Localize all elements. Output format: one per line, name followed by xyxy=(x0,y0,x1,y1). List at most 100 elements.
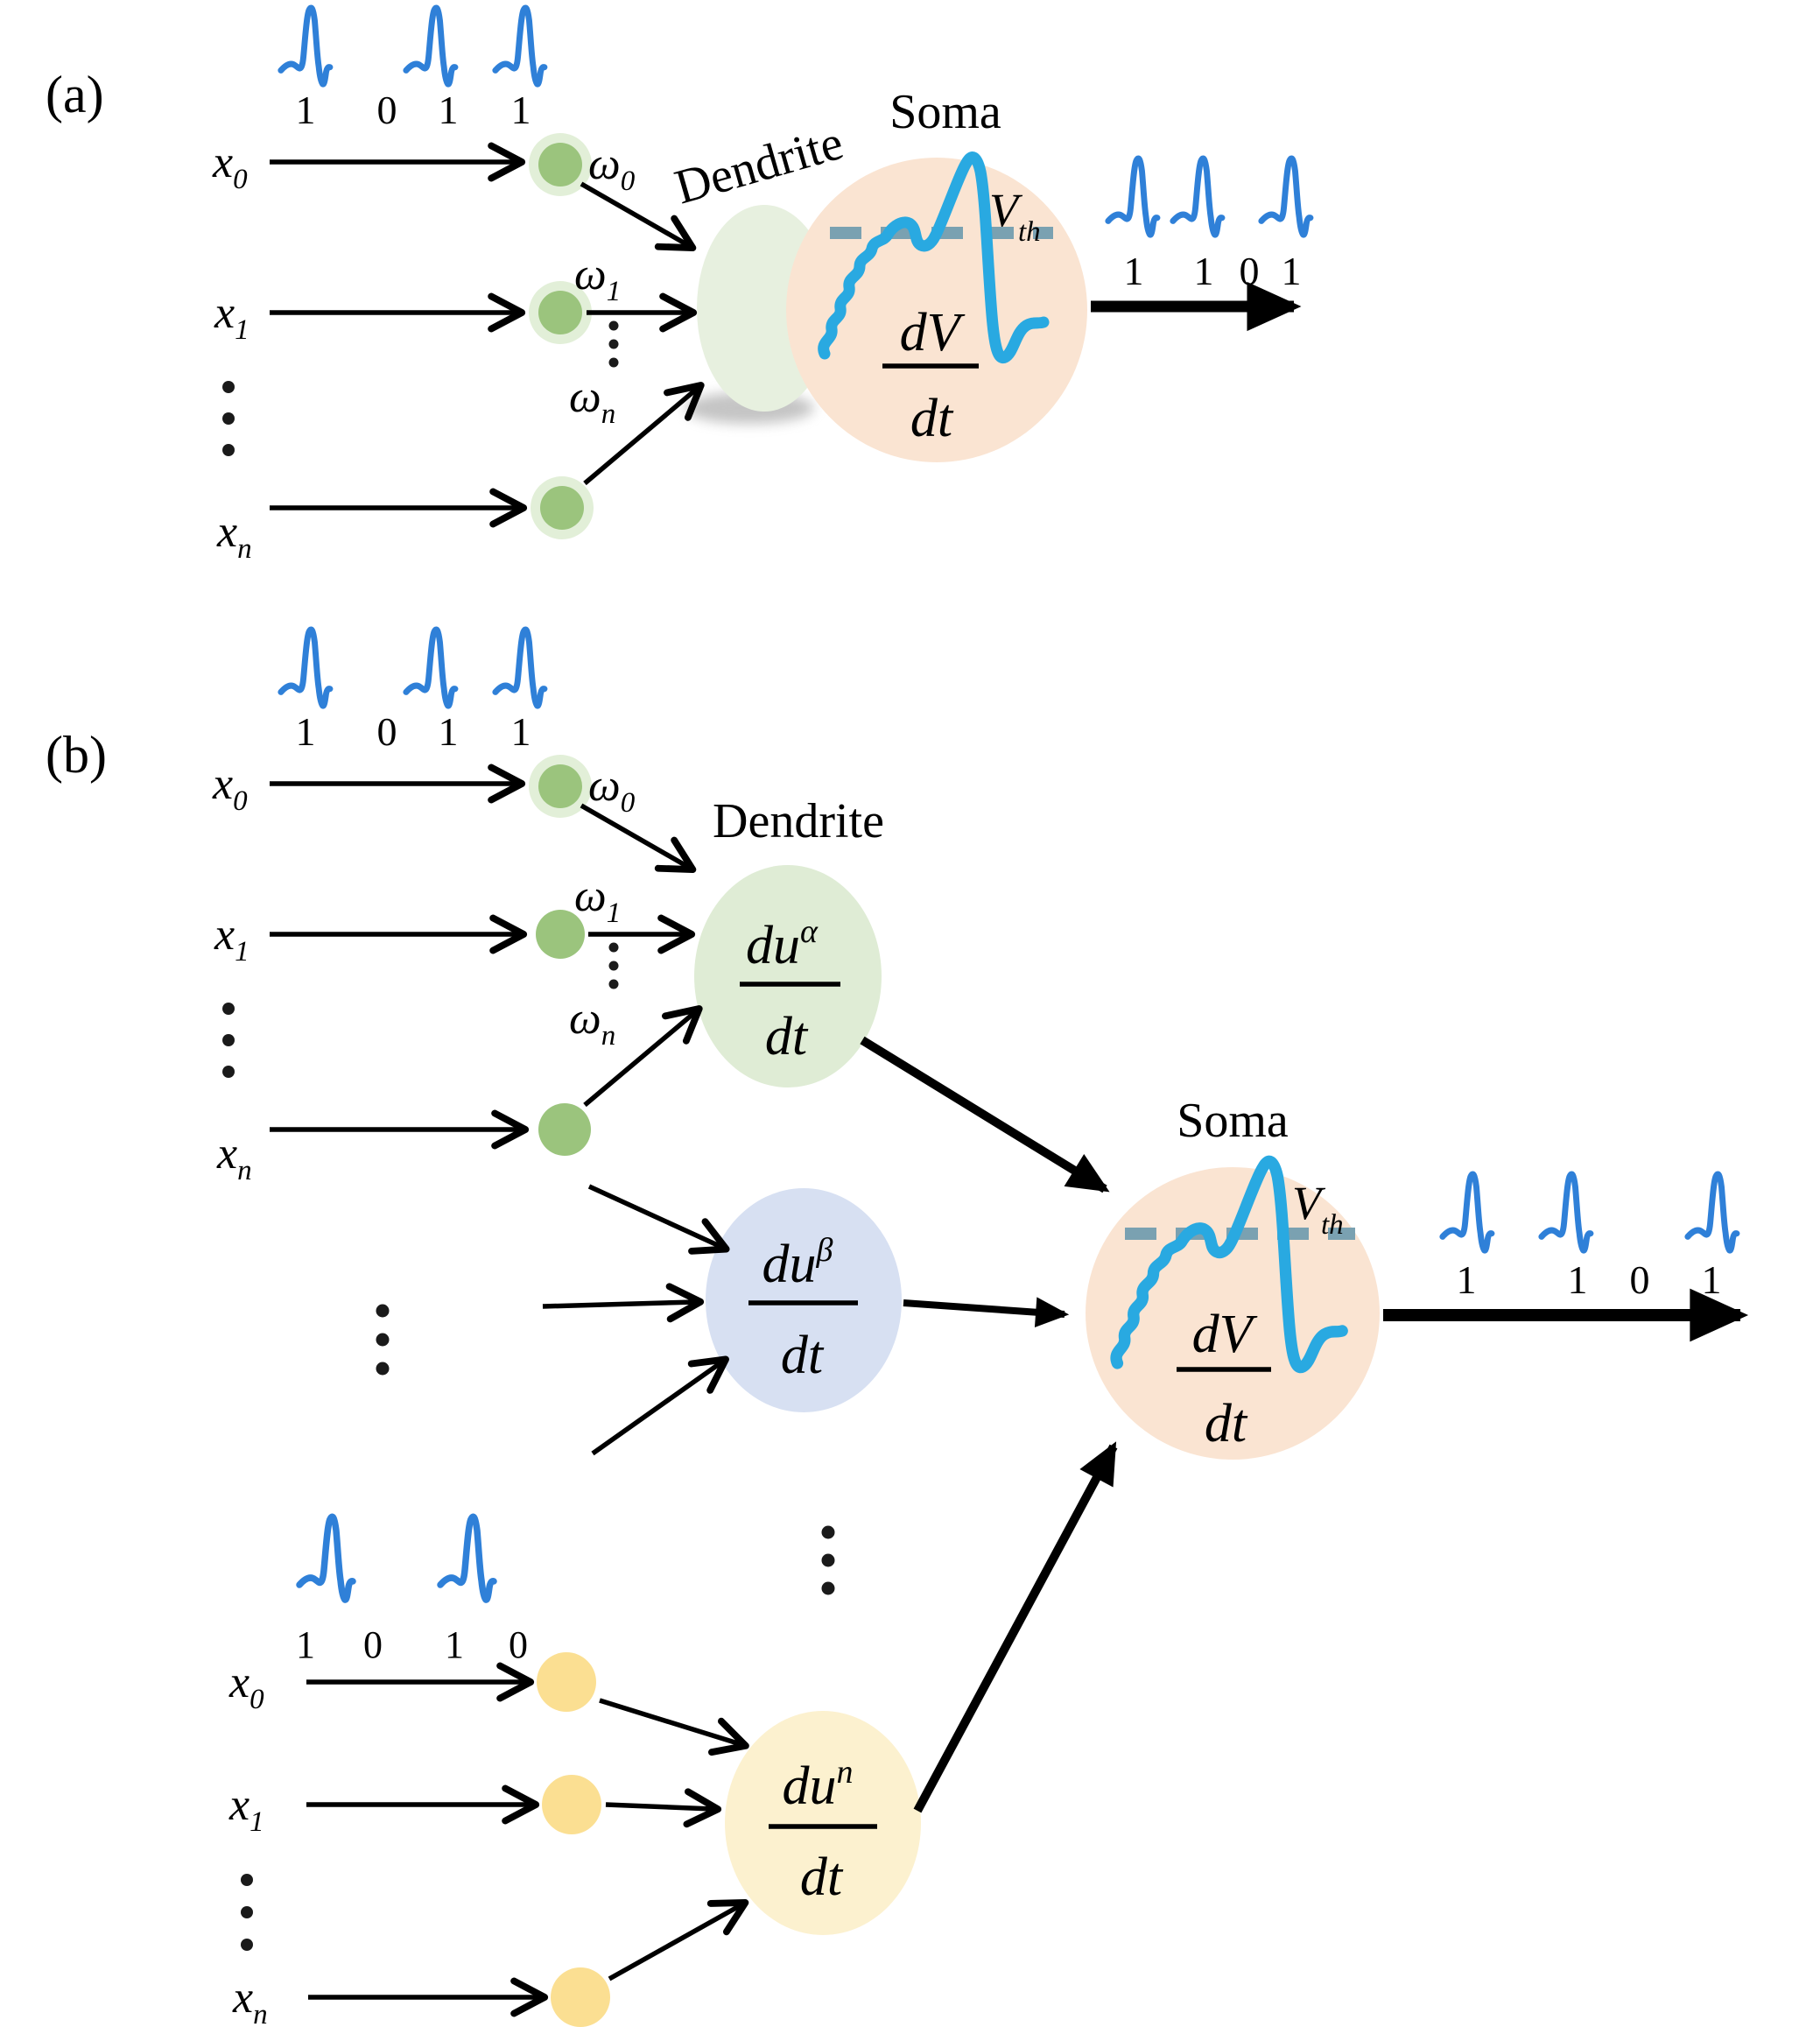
panel-a-input-xn: xn xyxy=(216,476,594,565)
panel-b-input-x0: x0 xyxy=(212,755,592,818)
input-label-base: x xyxy=(214,910,235,960)
weighted-input-arrow xyxy=(580,803,697,873)
bit-label: 1 xyxy=(296,88,316,132)
panel-b-bottom-input-x0: x0 xyxy=(228,1652,596,1715)
input-label: x1 xyxy=(214,288,249,346)
dendrite-label: Dendrite xyxy=(669,116,848,215)
input-label-sub: 0 xyxy=(249,1684,264,1715)
input-label-base: x xyxy=(212,759,233,809)
bit-label: 0 xyxy=(1240,249,1260,293)
panel-a-tag: (a) xyxy=(46,66,104,123)
weight-base: ω xyxy=(569,994,601,1044)
weight-ellipsis-dots xyxy=(608,942,619,989)
dendrite-branch-beta xyxy=(706,1188,902,1412)
panel-b-input-xn: xn xyxy=(216,1103,591,1186)
spike-icon xyxy=(281,8,330,84)
synapse-node-yellow xyxy=(537,1652,596,1712)
input-label-sub: 1 xyxy=(249,1806,264,1838)
bit-label: 1 xyxy=(1457,1257,1477,1302)
branch-n-to-soma-arrow xyxy=(913,1441,1118,1813)
equation-numerator: duβ xyxy=(762,1232,833,1294)
panel-b-output-spike-train xyxy=(1443,1174,1737,1250)
weight-base: ω xyxy=(588,761,621,811)
equation-numerator: dV xyxy=(1192,1305,1258,1364)
branch-input-arrow xyxy=(542,1283,705,1323)
weight-label: ωn xyxy=(569,372,615,430)
equation-denominator: dt xyxy=(1205,1394,1248,1453)
equation-numerator: dun xyxy=(783,1754,854,1816)
synapse-node xyxy=(538,143,582,187)
bit-label: 1 xyxy=(296,1623,315,1666)
input-label-sub: 0 xyxy=(233,164,248,195)
weight-sub: 1 xyxy=(607,276,622,307)
panel-a: (a) 1 0 1 1 x0 x1 xn xyxy=(46,8,1311,565)
output-spike-icon xyxy=(1542,1174,1591,1250)
output-spike-icon xyxy=(1688,1174,1737,1250)
input-label-base: x xyxy=(232,1973,253,2023)
branch-beta-equation: duβ dt xyxy=(748,1232,858,1385)
synapse-node-yellow xyxy=(551,1967,610,2027)
weight-sub: 0 xyxy=(621,787,636,819)
synapse-node-yellow xyxy=(542,1775,601,1834)
numerator-base: du xyxy=(746,916,800,975)
threshold-base: V xyxy=(1292,1177,1326,1229)
input-label: x0 xyxy=(212,137,248,195)
weighted-input-arrow xyxy=(583,382,705,486)
panel-a-input-x1: x1 xyxy=(214,281,592,346)
bit-label: 1 xyxy=(439,709,459,754)
input-label: x1 xyxy=(214,910,249,968)
input-label-base: x xyxy=(216,507,237,557)
input-label-sub: 1 xyxy=(235,936,249,968)
panel-b-bottom-input-x1: x1 xyxy=(228,1775,601,1838)
input-label: x0 xyxy=(228,1657,264,1715)
input-label-base: x xyxy=(212,137,233,187)
weight-sub: n xyxy=(601,1020,616,1052)
spike-icon xyxy=(440,1517,494,1600)
synapse-node xyxy=(536,910,585,959)
soma-ellipse xyxy=(1086,1167,1380,1460)
weight-ellipsis-dots xyxy=(608,320,619,368)
branch-alpha-to-soma-arrow xyxy=(860,1036,1110,1193)
threshold-label: Vth xyxy=(1292,1177,1344,1241)
synapse-node xyxy=(540,486,584,530)
bit-label: 1 xyxy=(1702,1257,1722,1302)
input-label-base: x xyxy=(216,1129,237,1179)
panel-a-output-spike-train xyxy=(1108,158,1311,235)
weight-label: ω1 xyxy=(574,250,621,307)
panel-b-bottom-spike-train xyxy=(299,1517,494,1600)
weight-sub: n xyxy=(601,398,616,430)
bit-label: 0 xyxy=(377,88,397,132)
panel-a-input-bits: 1 0 1 1 xyxy=(296,88,531,132)
input-label-base: x xyxy=(228,1657,249,1707)
panel-a-output-bits: 1 1 0 1 xyxy=(1124,249,1302,293)
weight-sub: 1 xyxy=(607,897,622,929)
bit-label: 0 xyxy=(1630,1257,1650,1302)
synapse-node xyxy=(538,291,582,334)
weight-label: ωn xyxy=(569,994,615,1052)
weighted-input-arrow xyxy=(580,181,697,251)
input-ellipsis-dots xyxy=(222,1003,235,1078)
input-label-sub: n xyxy=(237,533,252,565)
bit-label: 1 xyxy=(1282,249,1302,293)
weighted-input-arrow xyxy=(608,1899,749,1981)
numerator-sup: n xyxy=(837,1754,854,1791)
soma-equation: dV dt xyxy=(1177,1305,1271,1453)
input-label-sub: n xyxy=(237,1155,252,1186)
numerator-base: du xyxy=(762,1235,817,1294)
equation-denominator: dt xyxy=(910,389,954,448)
input-label-sub: 1 xyxy=(235,314,249,346)
panel-b-top-spike-train xyxy=(281,630,545,706)
panel-a-input-x0: x0 xyxy=(212,133,592,196)
panel-a-weights: ω0 ω1 ωn xyxy=(569,139,636,430)
weight-base: ω xyxy=(574,250,607,299)
input-label: xn xyxy=(216,1129,252,1186)
panel-b-tag: (b) xyxy=(46,726,107,784)
output-spike-icon xyxy=(1108,158,1157,235)
spike-icon xyxy=(406,630,455,706)
input-label: x0 xyxy=(212,759,248,817)
bit-label: 1 xyxy=(296,709,316,754)
bit-label: 1 xyxy=(1124,249,1144,293)
output-spike-icon xyxy=(1173,158,1222,235)
synapse-node xyxy=(538,1103,591,1156)
